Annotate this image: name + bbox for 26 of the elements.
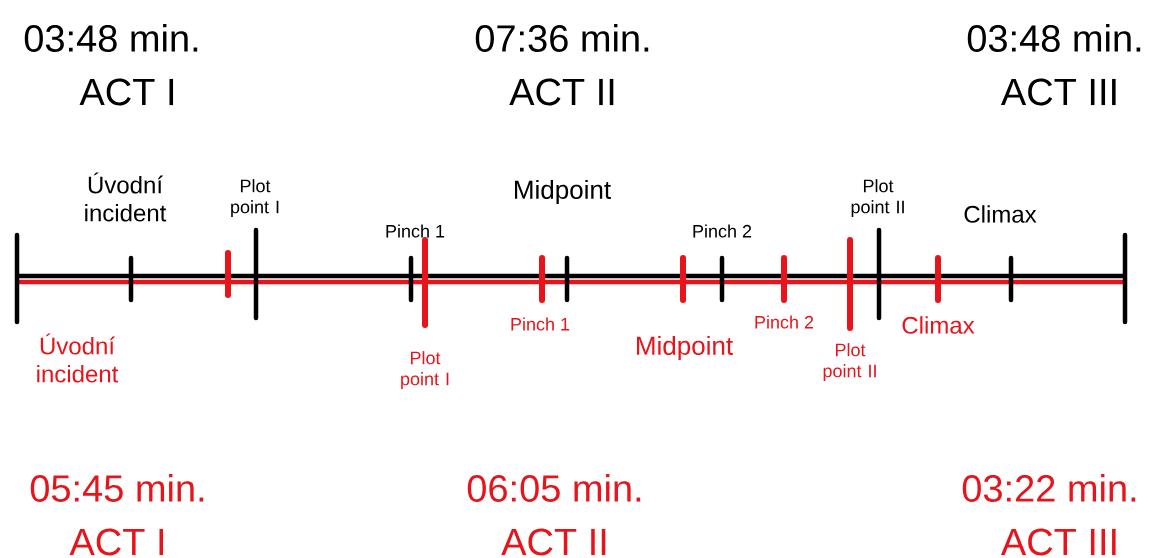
event-label: Plot point I xyxy=(231,179,279,217)
act-label: ACT III xyxy=(1000,528,1116,556)
event-label: Pinch 2 xyxy=(693,224,752,238)
event-label: Plot point II xyxy=(851,179,904,217)
event-label: Pinch 1 xyxy=(511,317,570,331)
event-label: Climax xyxy=(964,205,1037,223)
duration-label: 03:22 min. xyxy=(962,474,1136,502)
duration-label: 03:48 min. xyxy=(967,24,1141,52)
act-label: ACT I xyxy=(79,78,174,106)
act-label: ACT III xyxy=(1000,78,1116,106)
event-label: Plot point I xyxy=(401,351,449,389)
event-label: Pinch 1 xyxy=(386,224,445,238)
duration-label: 05:45 min. xyxy=(30,474,204,502)
duration-label: 03:48 min. xyxy=(24,24,198,52)
act-label: ACT II xyxy=(501,528,606,556)
event-label: Climax xyxy=(902,316,975,334)
event-label: Pinch 2 xyxy=(755,315,814,329)
event-label: Úvodní incident xyxy=(37,333,119,383)
act-label: ACT II xyxy=(509,78,614,106)
duration-label: 06:05 min. xyxy=(467,474,641,502)
event-label: Plot point II xyxy=(823,343,876,381)
event-label: Midpoint xyxy=(637,335,733,361)
event-label: Midpoint xyxy=(515,179,611,205)
duration-label: 07:36 min. xyxy=(475,24,649,52)
event-label: Úvodní incident xyxy=(85,172,167,222)
act-label: ACT I xyxy=(69,528,164,556)
